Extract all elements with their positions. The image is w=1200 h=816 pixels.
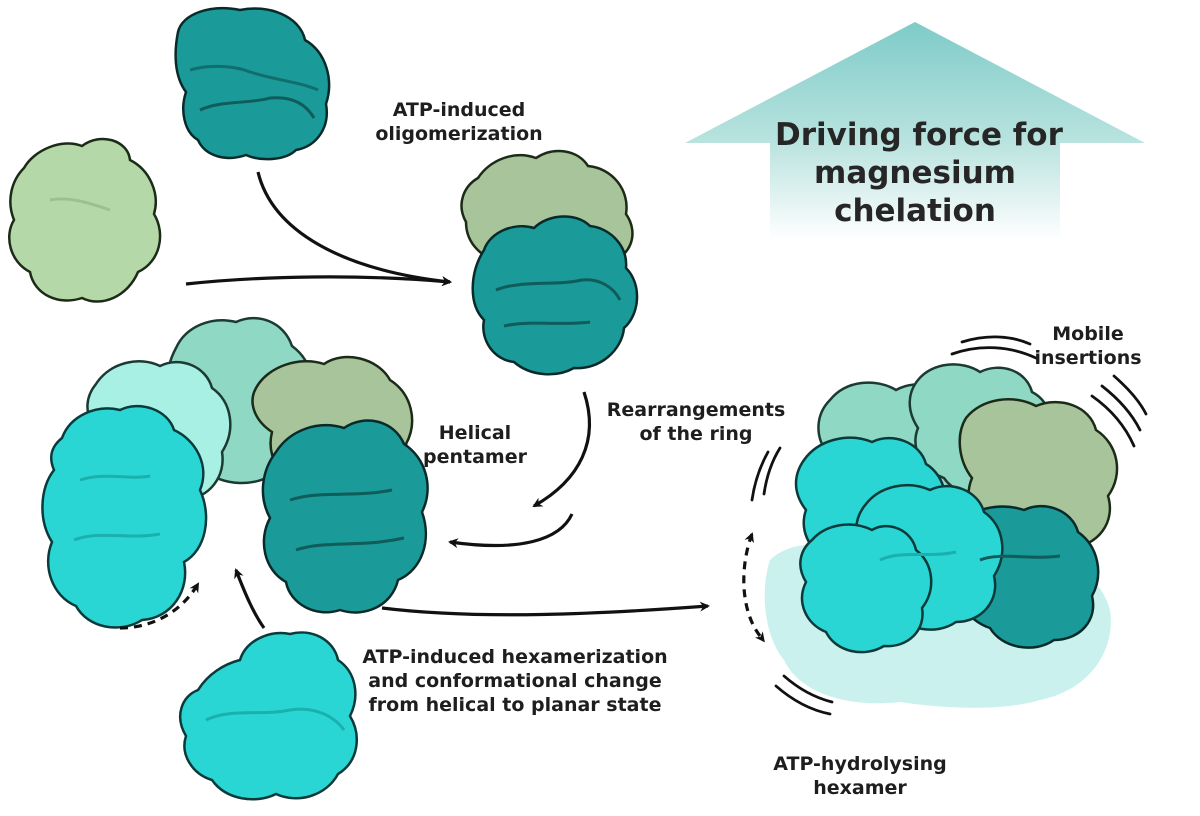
helical-pentamer-structure [41,316,429,629]
label-line: Rearrangements [606,399,786,421]
label-rearrangements: Rearrangements of the ring [598,398,794,446]
label-helical-pentamer: Helical pentamer [420,421,530,469]
label-line: ATP-hydrolysing [773,753,947,775]
label-line: of the ring [639,423,753,445]
label-line: Driving force for [775,117,1063,153]
label-driving-force: Driving force for magnesium chelation [775,116,1063,230]
label-hexamerization: ATP-induced hexamerization and conformat… [340,645,690,717]
protein-blob-left-green [8,137,162,303]
atp-hydrolysing-hexamer-structure [764,363,1119,708]
label-line: ATP-induced hexamerization [362,646,668,668]
protein-blob-dimer [460,149,639,376]
label-line: pentamer [423,446,527,468]
dashed-double-arrow-icon [119,532,765,643]
label-line: magnesium [814,155,1016,191]
label-line: from helical to planar state [368,694,662,716]
label-line: hexamer [813,777,907,799]
label-line: insertions [1034,347,1142,369]
protein-blob-top-teal [174,7,331,161]
motion-lines-icon [750,335,1148,716]
label-line: and conformational change [368,670,662,692]
label-line: Mobile [1052,323,1124,345]
label-mobile-insertions: Mobile insertions [1024,322,1152,370]
protein-blob-bottom-cyan [179,631,358,801]
driving-force-arrow [685,22,1145,240]
label-line: oligomerization [375,123,543,145]
label-oligomerization: ATP-induced oligomerization [374,98,544,146]
label-line: chelation [834,193,996,229]
label-line: Helical [438,422,512,444]
curved-arrow-icon [185,171,710,629]
label-atp-hydrolysing-hexamer: ATP-hydrolysing hexamer [760,752,960,800]
label-line: ATP-induced [392,99,526,121]
